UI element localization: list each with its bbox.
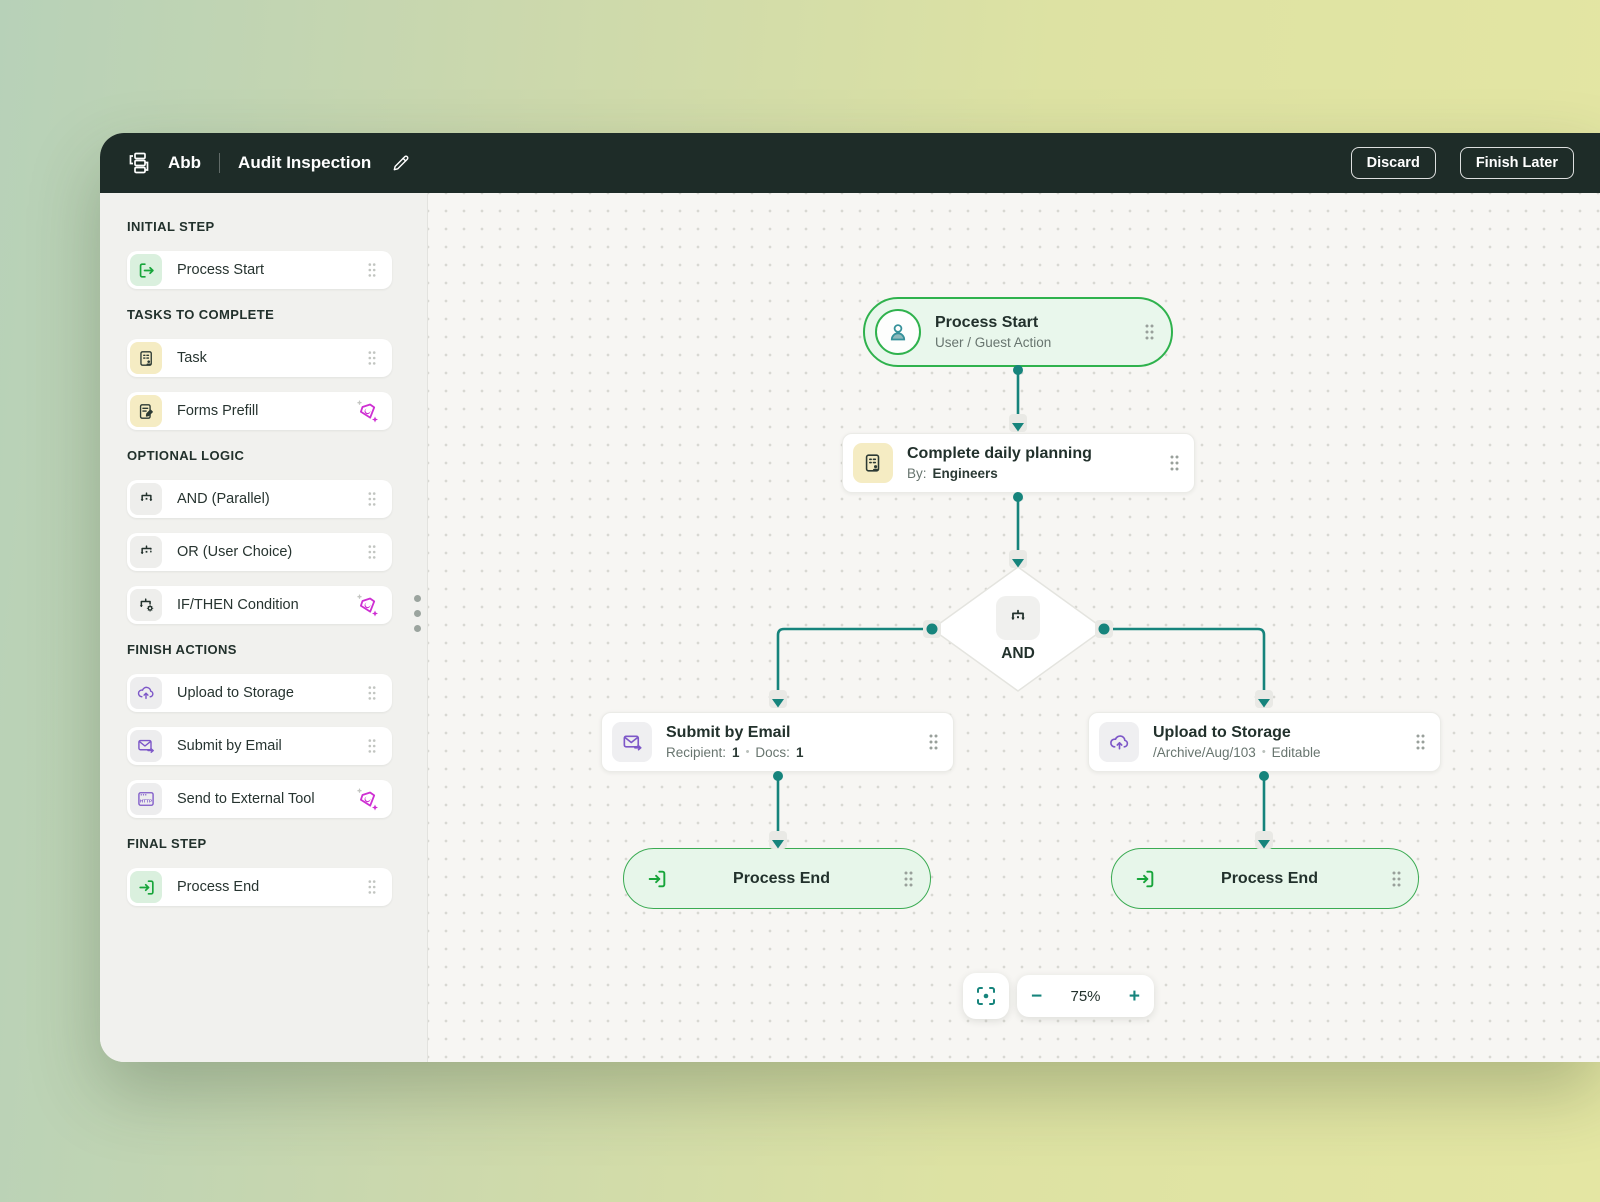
palette-item-label: OR (User Choice) xyxy=(177,544,293,560)
and-parallel-icon xyxy=(130,483,162,515)
submit-email-icon xyxy=(130,730,162,762)
forms-prefill-icon xyxy=(130,395,162,427)
node-title: Upload to Storage xyxy=(1153,724,1291,742)
node-title: Process Start xyxy=(935,314,1039,332)
section-heading: INITIAL STEP xyxy=(127,219,215,234)
palette-item-label: IF/THEN Condition xyxy=(177,597,299,613)
zoom-level: 75% xyxy=(1070,987,1101,1005)
drag-handle-icon[interactable] xyxy=(1383,870,1402,888)
user-avatar-icon xyxy=(875,309,921,355)
node-and-gateway[interactable]: AND xyxy=(930,566,1106,692)
section-tasks: TASKS TO COMPLETE Task xyxy=(127,307,427,430)
edit-title-icon[interactable] xyxy=(391,153,411,173)
process-end-icon xyxy=(130,871,162,903)
premium-gem-icon xyxy=(355,786,382,812)
node-subtitle: Recipient:1•Docs:1 xyxy=(666,744,804,760)
section-finish-actions: FINISH ACTIONS Upload to Storage xyxy=(127,642,427,818)
premium-gem-icon xyxy=(355,398,382,424)
discard-button[interactable]: Discard xyxy=(1350,147,1436,179)
palette-item-process-end[interactable]: Process End xyxy=(127,868,392,906)
and-gateway-icon xyxy=(996,595,1040,640)
drag-handle-icon[interactable] xyxy=(362,685,382,701)
palette-item-task[interactable]: Task xyxy=(127,339,392,377)
node-subtitle: /Archive/Aug/103•Editable xyxy=(1153,744,1321,760)
palette-item-label: Task xyxy=(177,350,207,366)
palette-item-submit-email[interactable]: Submit by Email xyxy=(127,727,392,765)
top-bar: Abb Audit Inspection Discard Finish Late… xyxy=(100,133,1600,193)
palette-item-label: Process End xyxy=(177,879,260,895)
process-end-icon xyxy=(1134,868,1156,890)
section-heading: OPTIONAL LOGIC xyxy=(127,448,245,463)
upload-storage-icon xyxy=(130,677,162,709)
section-heading: FINISH ACTIONS xyxy=(127,642,237,657)
workflow-title: Audit Inspection xyxy=(238,153,372,172)
drag-handle-icon[interactable] xyxy=(1161,454,1180,472)
palette-item-label: Send to External Tool xyxy=(177,791,315,807)
palette-item-process-start[interactable]: Process Start xyxy=(127,251,392,289)
drag-handle-icon[interactable] xyxy=(362,350,382,366)
node-subtitle: By:Engineers xyxy=(907,465,998,481)
http-external-tool-icon: HTTP xyxy=(130,783,162,815)
zoom-out-button[interactable]: − xyxy=(1031,985,1043,1007)
fit-view-button[interactable] xyxy=(963,973,1009,1019)
node-title: Submit by Email xyxy=(666,724,791,742)
node-task-complete-daily-planning[interactable]: Complete daily planning By:Engineers xyxy=(842,433,1195,493)
section-heading: TASKS TO COMPLETE xyxy=(127,307,275,322)
palette-item-label: Process Start xyxy=(177,262,265,278)
svg-text:HTTP: HTTP xyxy=(140,798,152,803)
node-process-end-right[interactable]: Process End xyxy=(1111,848,1419,909)
process-end-icon xyxy=(646,868,668,890)
drag-handle-icon[interactable] xyxy=(362,262,382,278)
section-initial-step: INITIAL STEP Process Start xyxy=(127,219,427,289)
palette-item-upload-storage[interactable]: Upload to Storage xyxy=(127,674,392,712)
section-heading: FINAL STEP xyxy=(127,836,207,851)
drag-handle-icon[interactable] xyxy=(362,879,382,895)
section-final-step: FINAL STEP Process End xyxy=(127,836,427,906)
node-upload-to-storage[interactable]: Upload to Storage /Archive/Aug/103•Edita… xyxy=(1088,712,1441,772)
task-icon xyxy=(130,342,162,374)
or-user-choice-icon xyxy=(130,536,162,568)
node-submit-by-email[interactable]: Submit by Email Recipient:1•Docs:1 xyxy=(601,712,954,772)
workflow-logo-icon xyxy=(126,150,152,176)
title-divider xyxy=(219,153,221,173)
palette-item-and-parallel[interactable]: AND (Parallel) xyxy=(127,480,392,518)
upload-storage-icon xyxy=(1099,722,1139,762)
gateway-label: AND xyxy=(1001,644,1035,662)
app-window: Abb Audit Inspection Discard Finish Late… xyxy=(100,133,1600,1062)
drag-handle-icon[interactable] xyxy=(920,733,939,751)
drag-handle-icon[interactable] xyxy=(1136,323,1155,341)
task-icon xyxy=(853,443,893,483)
node-subtitle: User / Guest Action xyxy=(935,334,1052,350)
drag-handle-icon[interactable] xyxy=(362,544,382,560)
flow-canvas[interactable]: Process Start User / Guest Action xyxy=(428,193,1600,1062)
section-optional-logic: OPTIONAL LOGIC AND (Parallel) xyxy=(127,448,427,624)
palette-item-label: Forms Prefill xyxy=(177,403,259,419)
ifthen-condition-icon xyxy=(130,589,162,621)
drag-handle-icon[interactable] xyxy=(362,491,382,507)
drag-handle-icon[interactable] xyxy=(895,870,914,888)
palette-item-label: Submit by Email xyxy=(177,738,282,754)
finish-later-button[interactable]: Finish Later xyxy=(1459,147,1574,179)
palette-item-or-user-choice[interactable]: OR (User Choice) xyxy=(127,533,392,571)
node-process-end-left[interactable]: Process End xyxy=(623,848,931,909)
palette-item-forms-prefill[interactable]: Forms Prefill xyxy=(127,392,392,430)
submit-email-icon xyxy=(612,722,652,762)
palette-item-ifthen-condition[interactable]: IF/THEN Condition xyxy=(127,586,392,624)
drag-handle-icon[interactable] xyxy=(362,738,382,754)
sidebar-resize-handle[interactable] xyxy=(414,595,421,632)
node-title: Complete daily planning xyxy=(907,445,1092,463)
step-palette-sidebar: INITIAL STEP Process Start TASKS TO xyxy=(100,193,428,1062)
premium-gem-icon xyxy=(355,592,382,618)
zoom-in-button[interactable]: + xyxy=(1128,985,1140,1007)
drag-handle-icon[interactable] xyxy=(1407,733,1426,751)
zoom-toolbar: − 75% + xyxy=(1017,975,1154,1017)
process-start-icon xyxy=(130,254,162,286)
node-title: Process End xyxy=(1221,869,1318,887)
palette-item-send-external-tool[interactable]: HTTP Send to External Tool xyxy=(127,780,392,818)
app-name: Abb xyxy=(168,153,202,172)
palette-item-label: Upload to Storage xyxy=(177,685,294,701)
node-title: Process End xyxy=(733,869,830,887)
palette-item-label: AND (Parallel) xyxy=(177,491,270,507)
node-process-start[interactable]: Process Start User / Guest Action xyxy=(863,297,1173,367)
